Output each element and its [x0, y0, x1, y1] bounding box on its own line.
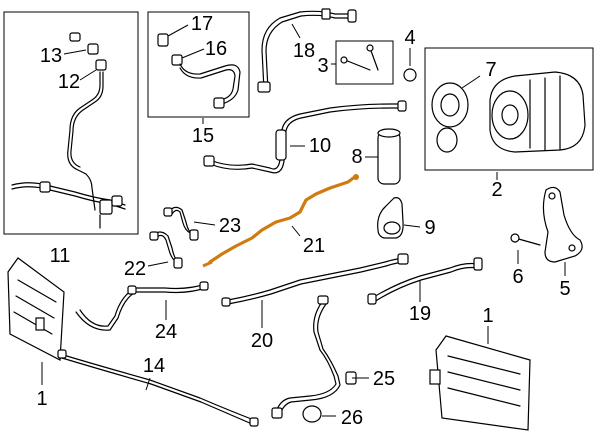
part-5-mount-bracket[interactable]: [542, 186, 583, 263]
callout-25: 25: [373, 368, 395, 390]
callout-21: 21: [303, 235, 325, 257]
part-11-hose-assembly[interactable]: [11, 32, 126, 229]
part-18-hose[interactable]: [257, 8, 357, 93]
part-14-hose[interactable]: [57, 349, 259, 427]
part-8-receiver-drier[interactable]: [377, 128, 401, 185]
part-26-cap[interactable]: [302, 405, 322, 423]
callout-19: 19: [409, 303, 431, 325]
part-22-hose[interactable]: [149, 231, 183, 269]
part-1-condenser-left[interactable]: [7, 257, 65, 361]
callout-14: 14: [143, 355, 165, 377]
part-3-bolts[interactable]: [340, 44, 379, 71]
callout-11: 11: [50, 245, 71, 267]
leader-7: [461, 75, 481, 89]
part-9-bracket[interactable]: [377, 197, 404, 239]
callout-23: 23: [219, 215, 241, 237]
callout-10: 10: [309, 135, 331, 157]
part-24-hose[interactable]: [75, 281, 209, 331]
callout-9: 9: [424, 217, 435, 239]
part-1-condenser-right[interactable]: [429, 335, 531, 431]
leader-18: [291, 23, 301, 39]
part-19-hose[interactable]: [367, 257, 483, 305]
part-23-hose[interactable]: [163, 206, 199, 241]
callout-24: 24: [155, 321, 177, 343]
callout-5: 5: [559, 278, 570, 300]
callout-16: 16: [205, 38, 227, 60]
part-21-highlighted-tube[interactable]: [202, 174, 359, 268]
group-box-3: [335, 40, 394, 85]
group-box-11: [3, 11, 139, 235]
part-25-hose[interactable]: [271, 295, 357, 419]
leader-22: [147, 261, 169, 267]
leader-12: [79, 69, 97, 81]
leader-23: [193, 221, 216, 226]
callout-1-right: 1: [482, 305, 493, 327]
leader-9: [403, 224, 421, 228]
callout-15: 15: [192, 125, 214, 147]
leader-13: [63, 49, 87, 55]
callout-3: 3: [317, 55, 328, 77]
group-box-2: [424, 47, 594, 171]
leader-21: [291, 225, 301, 237]
part-2-compressor[interactable]: [431, 71, 586, 153]
callout-6: 6: [512, 266, 523, 288]
callout-13: 13: [40, 45, 62, 67]
callout-4: 4: [404, 27, 415, 49]
leader-14: [145, 377, 151, 391]
group-box-15: [147, 11, 250, 118]
part-4-cap[interactable]: [403, 68, 417, 82]
callout-22: 22: [124, 258, 146, 280]
part-20-hose[interactable]: [221, 253, 409, 307]
part-15-hose-assembly[interactable]: [157, 33, 241, 109]
callout-20: 20: [251, 330, 273, 352]
callout-18: 18: [293, 40, 315, 62]
callout-12: 12: [58, 71, 80, 93]
leader-17: [167, 24, 189, 37]
part-6-bolt[interactable]: [510, 233, 541, 246]
callout-8: 8: [351, 146, 362, 168]
callout-1-left: 1: [36, 388, 47, 410]
callout-26: 26: [341, 407, 363, 429]
callout-2: 2: [491, 179, 502, 201]
callout-17: 17: [191, 13, 213, 35]
leader-16: [181, 48, 205, 59]
part-10-hose[interactable]: [203, 100, 407, 174]
callout-7: 7: [485, 59, 496, 81]
